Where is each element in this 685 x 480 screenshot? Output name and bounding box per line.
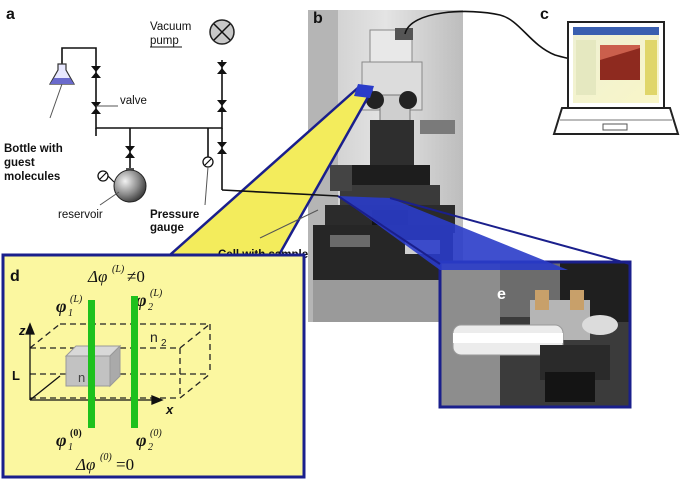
vacuum-pump-label-2: pump bbox=[150, 35, 179, 47]
pipework bbox=[61, 47, 339, 197]
gauge-leader bbox=[204, 166, 209, 206]
phi1-top-sup: (L) bbox=[70, 294, 83, 305]
beam-2 bbox=[131, 296, 138, 428]
phi2-bottom-sup: (0) bbox=[150, 428, 162, 439]
beam-1 bbox=[88, 300, 95, 428]
zoom-beam-d-edge-1 bbox=[161, 85, 361, 263]
phi2-top-sup: (L) bbox=[150, 288, 163, 299]
top-eq-sup: (L) bbox=[112, 264, 125, 275]
reservoir-leader bbox=[99, 191, 120, 206]
bottom-eq-rel: =0 bbox=[116, 455, 134, 474]
flask-leader bbox=[49, 83, 63, 119]
vacuum-pump-label-1: Vacuum bbox=[150, 21, 191, 33]
pressure-gauge-label-2: gauge bbox=[150, 222, 184, 234]
flask-icon bbox=[48, 63, 76, 85]
valve-icon bbox=[91, 62, 227, 158]
axis-z-label: z bbox=[18, 323, 26, 338]
phi1-top-sub: 1 bbox=[68, 308, 73, 319]
bottle-label-2: guest bbox=[4, 157, 35, 169]
bottom-eq-sup: (0) bbox=[100, 452, 112, 463]
cell-photo bbox=[440, 262, 630, 407]
phi1-top-symbol: φ bbox=[56, 296, 67, 316]
pressure-gauge-icon bbox=[97, 156, 214, 183]
panel-label-d: d bbox=[10, 268, 20, 285]
zoom-beam-d-edge-2 bbox=[273, 89, 374, 263]
zoom-beam-e bbox=[338, 196, 568, 270]
region-n2: n bbox=[150, 329, 158, 345]
pressure-gauge-label-1: Pressure bbox=[150, 209, 199, 221]
crystal-side bbox=[109, 344, 121, 388]
zoom-beam-d-fill bbox=[162, 86, 372, 262]
valve-label: valve bbox=[120, 95, 147, 107]
inset-d-frame bbox=[1, 253, 306, 479]
region-n1: n bbox=[78, 370, 85, 385]
cell-leader bbox=[259, 209, 319, 239]
inset-d: d Δφ (L) ≠0 φ 1 (L) φ 2 (L) bbox=[1, 253, 306, 479]
top-eq-delta: Δφ bbox=[87, 267, 107, 286]
bottom-eq-delta: Δφ bbox=[75, 455, 95, 474]
phi1-bottom-sub: 1 bbox=[68, 442, 73, 453]
reservoir-label: reservoir bbox=[58, 209, 103, 221]
bottle-label-1: Bottle with bbox=[4, 143, 63, 155]
reservoir-icon bbox=[113, 168, 147, 203]
top-eq-rel: ≠0 bbox=[127, 267, 145, 286]
phi2-top-sub: 2 bbox=[148, 302, 153, 313]
phi1-bottom-sup: (0) bbox=[70, 428, 82, 439]
zoom-beam-e-edge-1 bbox=[337, 195, 441, 265]
phi2-top-symbol: φ bbox=[136, 290, 147, 310]
laptop-icon bbox=[552, 21, 680, 135]
zoom-beam-d-origin bbox=[354, 84, 374, 98]
zoom-beam-e-edge-2 bbox=[389, 197, 631, 265]
panel-label-b: b bbox=[313, 10, 323, 27]
panel-label-a: a bbox=[6, 6, 15, 23]
vacuum-pump-icon bbox=[209, 19, 235, 45]
phi1-bottom-symbol: φ bbox=[56, 430, 67, 450]
panel-label-c: c bbox=[540, 6, 549, 23]
phi2-bottom-sub: 2 bbox=[148, 442, 153, 453]
bottle-label-3: molecules bbox=[4, 171, 60, 183]
phi2-bottom-symbol: φ bbox=[136, 430, 147, 450]
panel-label-e: e bbox=[497, 286, 506, 303]
region-n2-sub: 2 bbox=[161, 338, 167, 349]
axis-L-label: L bbox=[12, 368, 20, 383]
axis-x-label: x bbox=[165, 402, 174, 417]
